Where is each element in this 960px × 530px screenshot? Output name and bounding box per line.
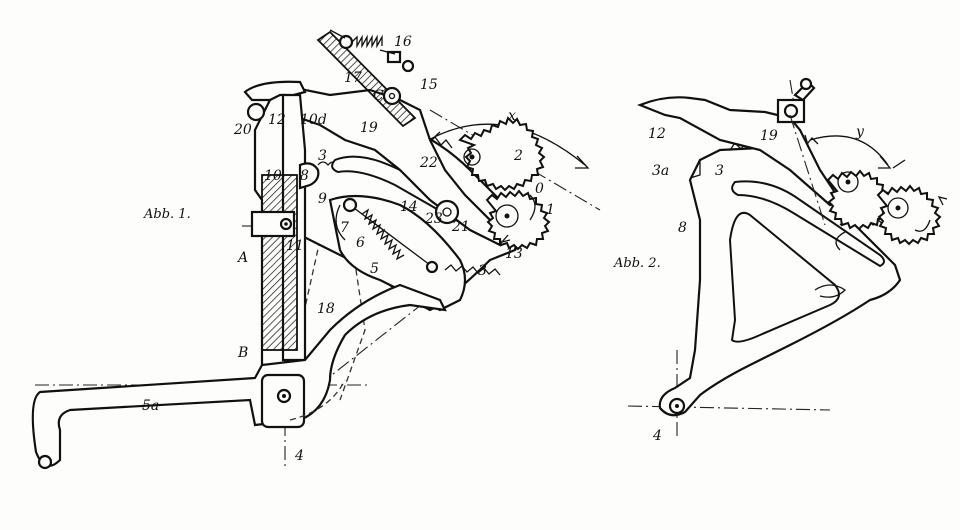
lever-5a: [31, 283, 447, 467]
figure-2-caption: Abb. 2.: [613, 256, 661, 271]
label-19-fig2: 19: [760, 128, 778, 144]
label-18: 18: [317, 301, 335, 317]
label-5a: 5a: [142, 398, 159, 414]
label-y: y: [855, 124, 865, 140]
ball-20: [246, 102, 266, 122]
gear-right-fig2: [876, 184, 942, 246]
label-8-fig2: 8: [678, 220, 687, 236]
label-3-lower: 3: [478, 263, 487, 279]
arrow: [804, 134, 811, 151]
hook: [814, 284, 847, 298]
cam-8: [298, 162, 320, 190]
label-2: 2: [513, 148, 523, 164]
label-23: 23: [424, 211, 443, 227]
label-10d: 10d: [300, 112, 327, 128]
label-10: 10: [264, 168, 282, 184]
hidden-line: [289, 379, 346, 421]
label-11: 11: [286, 238, 304, 254]
frame-window: [728, 211, 840, 343]
arrowhead: [500, 234, 511, 244]
label-4-fig2: 4: [652, 428, 662, 444]
arc-arrow: [835, 231, 846, 251]
arrowhead: [575, 155, 590, 169]
label-3-upper: 3: [318, 148, 327, 164]
label-6: 6: [356, 235, 365, 251]
pivot-top: [799, 77, 813, 91]
notch-3a: [689, 160, 701, 179]
label-1: 1: [546, 202, 555, 218]
label-21: 21: [451, 219, 470, 235]
label-C: C: [373, 88, 384, 104]
label-12: 12: [268, 112, 286, 128]
spring-16: [329, 29, 415, 73]
gear-14: [434, 199, 460, 225]
center-line: [627, 405, 831, 411]
pivot-C: [382, 86, 402, 106]
label-7: 7: [340, 220, 349, 236]
lower-sector-teeth: [444, 264, 501, 276]
label-3-fig2: 3: [715, 163, 724, 179]
label-19: 19: [360, 120, 378, 136]
arrowhead: [878, 155, 892, 169]
dim-tick: [892, 159, 906, 169]
sector-slot-fig2: [731, 180, 885, 268]
spring-6: [342, 197, 439, 274]
label-13: 13: [505, 246, 523, 262]
hatched-bar-18: [282, 174, 298, 351]
figure-1-caption: Abb. 1.: [143, 207, 191, 222]
pivot-C-center: [388, 92, 396, 100]
arm-19-fig2: [637, 96, 842, 207]
label-22: 22: [419, 155, 438, 171]
lever-plate-5: [328, 194, 467, 312]
pivot-nut: [783, 103, 799, 119]
label-20: 20: [233, 122, 252, 138]
label-4: 4: [294, 448, 304, 464]
gear-2: [458, 116, 546, 192]
hatched-bar-B: [261, 174, 284, 351]
label-9: 9: [318, 191, 327, 207]
arc-dimension-y: [809, 135, 889, 166]
label-A: A: [236, 250, 248, 266]
label-17: 17: [344, 70, 362, 86]
arrowhead: [937, 196, 948, 206]
label-15: 15: [420, 77, 438, 93]
figure-1: 16 17 C 15 12 10d 20 19 x 3 22 2 10 8 9 …: [31, 29, 601, 470]
gear-14-center: [442, 207, 452, 217]
figure-2: 12 19 y 3a 3 8 4 Abb. 2.: [613, 77, 948, 444]
inner-edge: [335, 204, 346, 241]
label-x: x: [508, 108, 516, 124]
gear-1: [485, 189, 551, 251]
label-14: 14: [400, 199, 418, 215]
label-16: 16: [394, 34, 412, 50]
lever-5a-hole: [37, 454, 53, 470]
label-0: 0: [535, 181, 544, 197]
label-8: 8: [300, 168, 309, 184]
label-B: B: [237, 345, 248, 361]
label-3a: 3a: [652, 163, 669, 179]
rotation-arrow: [914, 219, 931, 232]
label-12-fig2: 12: [648, 126, 666, 142]
rotation-arrow: [529, 194, 536, 221]
center-line: [789, 114, 826, 226]
label-5: 5: [370, 261, 379, 277]
